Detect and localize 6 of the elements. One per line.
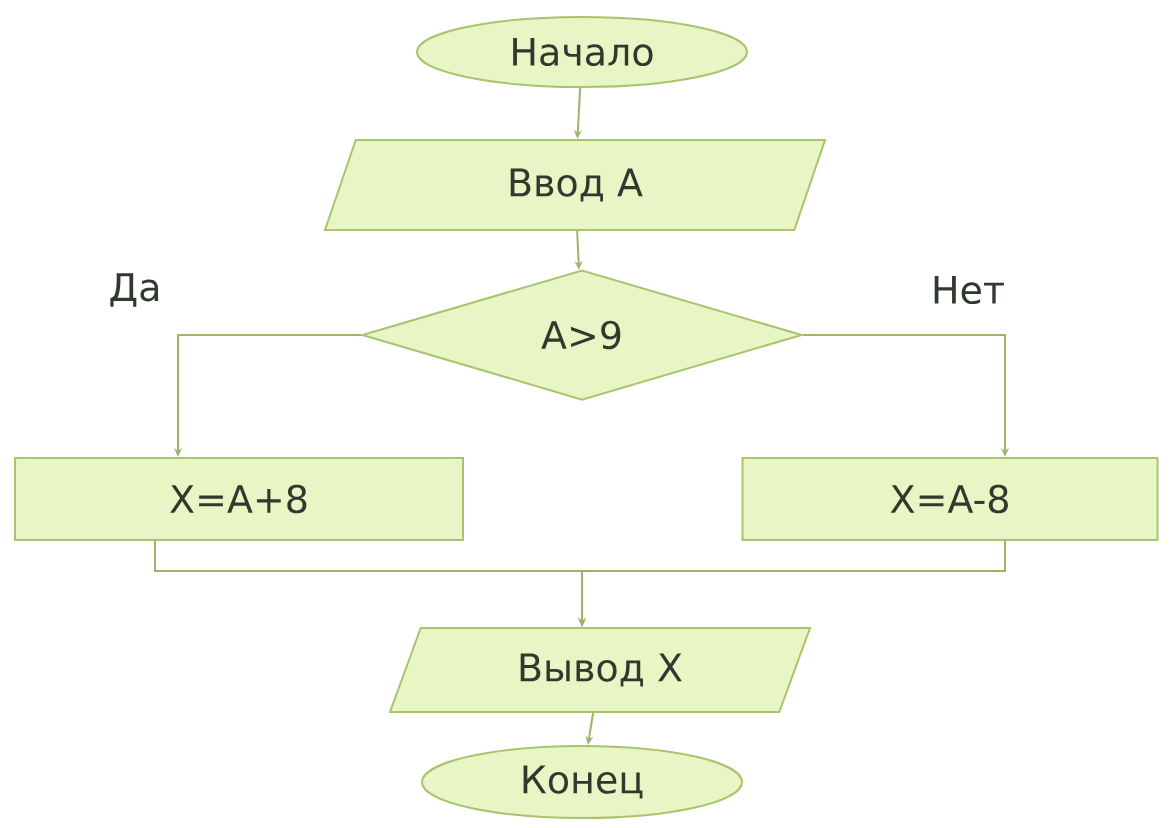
process-box: X=A+8 bbox=[14, 457, 464, 541]
terminal-oval: Начало bbox=[416, 16, 748, 88]
terminal-oval: Конец bbox=[421, 745, 743, 819]
edge-label: Нет bbox=[934, 275, 1004, 305]
process-box: X=A-8 bbox=[741, 457, 1159, 541]
edge-label: Да bbox=[110, 273, 159, 307]
